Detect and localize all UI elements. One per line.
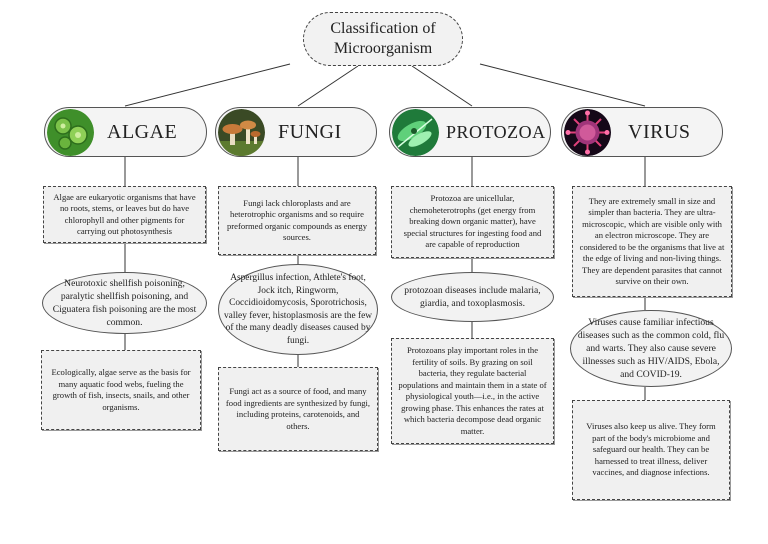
category-name: ALGAE: [107, 120, 178, 143]
protozoa-image: [392, 109, 439, 156]
diseases-oval-algae: Neurotoxic shellfish poisoning, paralyti…: [42, 272, 207, 334]
description-box-fungi: Fungi lack chloroplasts and are heterotr…: [218, 186, 376, 255]
benefits-box-virus: Viruses also keep us alive. They form pa…: [572, 400, 730, 500]
benefits-box-fungi: Fungi act as a source of food, and many …: [218, 367, 378, 451]
category-header-algae: ALGAE: [44, 107, 207, 157]
fungi-image: [218, 109, 265, 156]
diseases-oval-protozoa: protozoan diseases include malaria, giar…: [391, 272, 554, 322]
description-box-algae: Algae are eukaryotic organisms that have…: [43, 186, 206, 243]
category-name: PROTOZOA: [446, 121, 546, 142]
category-name: FUNGI: [278, 120, 342, 143]
benefits-box-protozoa: Protozoans play important roles in the f…: [391, 338, 554, 444]
category-header-protozoa: PROTOZOA: [389, 107, 551, 157]
description-box-protozoa: Protozoa are unicellular, chemoheterotro…: [391, 186, 554, 258]
category-header-virus: VIRUS: [561, 107, 723, 157]
diseases-oval-fungi: Aspergillus infection, Athlete's foot, J…: [218, 264, 378, 355]
category-header-fungi: FUNGI: [215, 107, 377, 157]
virus-image: [564, 109, 611, 156]
diseases-oval-virus: Viruses cause familiar infectious diseas…: [570, 310, 732, 387]
category-name: VIRUS: [628, 120, 691, 143]
diagram-title: Classification of Microorganism: [303, 12, 463, 66]
benefits-box-algae: Ecologically, algae serve as the basis f…: [41, 350, 201, 430]
description-box-virus: They are extremely small in size and sim…: [572, 186, 732, 297]
algae-image: [47, 109, 94, 156]
